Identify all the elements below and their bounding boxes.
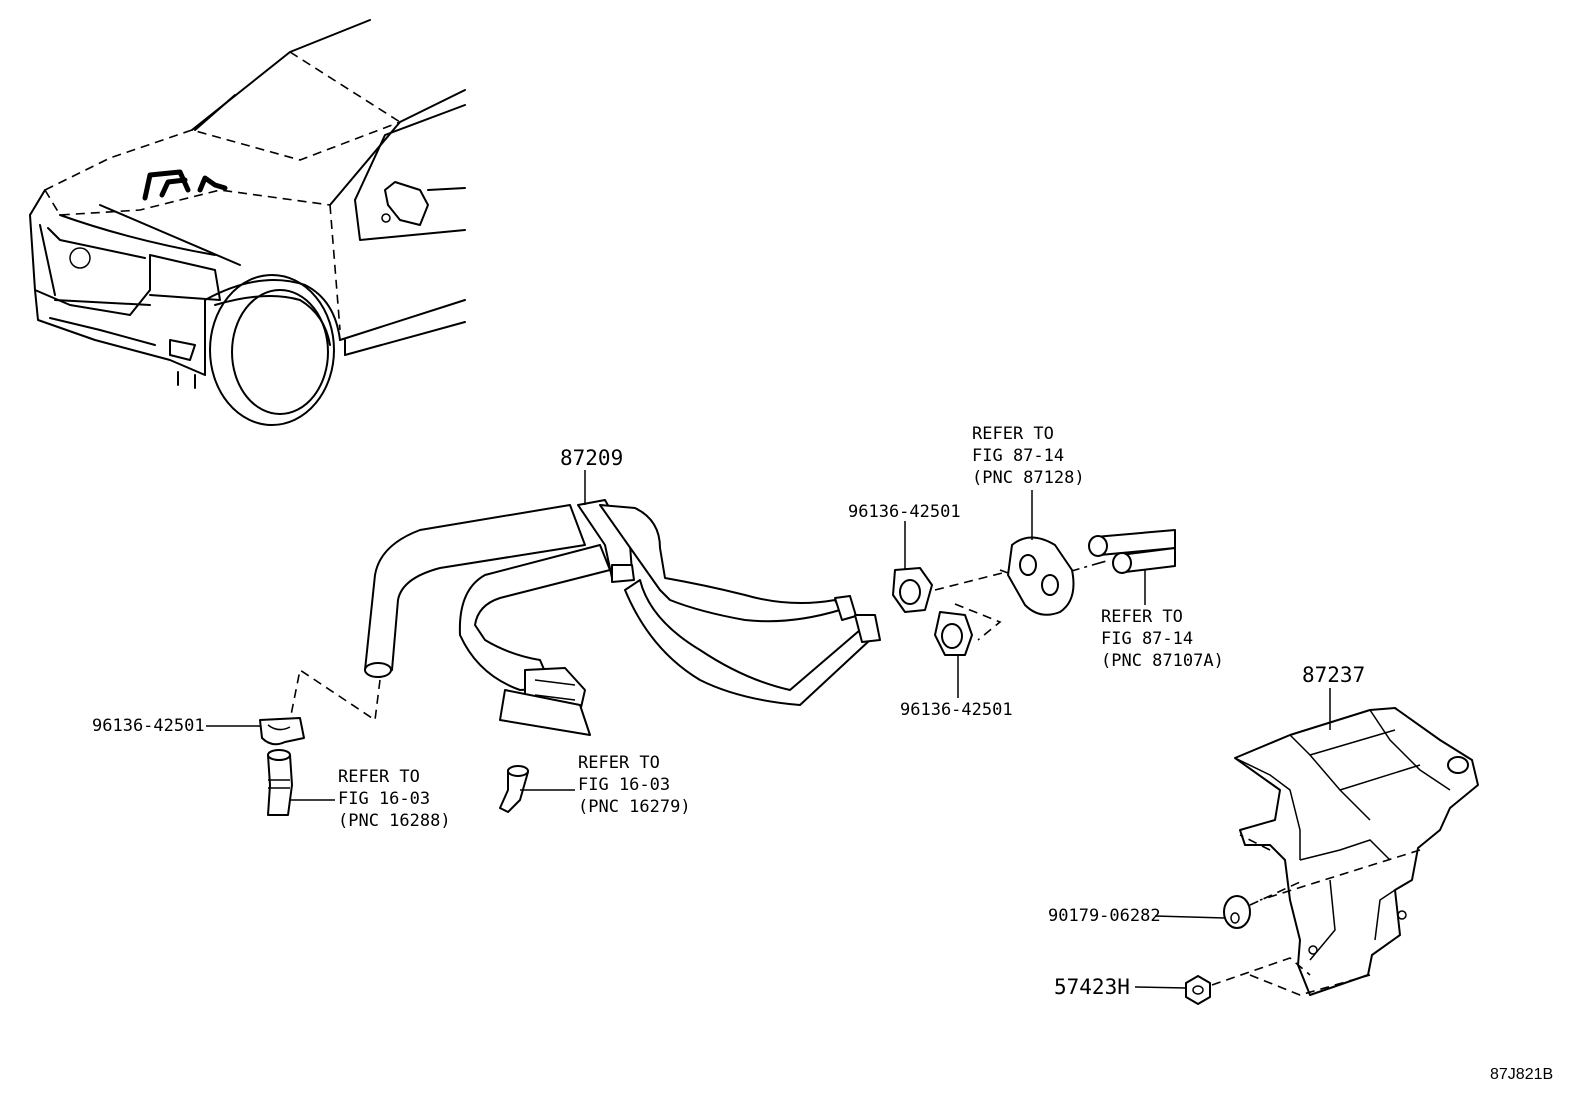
label-nut: 57423H <box>1054 975 1130 999</box>
leader-washer <box>1154 915 1226 919</box>
refer-87107a-line2: FIG 87-14 <box>1101 629 1193 649</box>
vehicle-illustration <box>29 19 466 426</box>
nut-icon <box>1185 975 1211 1005</box>
label-clamp-left: 96136-42501 <box>92 716 205 736</box>
label-washer: 90179-06282 <box>1048 906 1161 926</box>
grommet-icon <box>1007 536 1075 616</box>
label-clamp-top: 96136-42501 <box>848 502 961 522</box>
washer-group <box>1223 881 1301 929</box>
left-clamp-group <box>259 668 381 816</box>
refer-87128-line2: FIG 87-14 <box>972 446 1064 466</box>
refer-87128-line3: (PNC 87128) <box>972 468 1085 488</box>
washer-icon <box>1223 895 1251 929</box>
bracket-87237 <box>1234 707 1479 996</box>
nut-group <box>1185 957 1371 1005</box>
label-clamp-bottom: 96136-42501 <box>900 700 1013 720</box>
refer-87107a-line3: (PNC 87107A) <box>1101 651 1224 671</box>
right-clamps-group <box>892 529 1176 656</box>
figure-code: 87J821B <box>1490 1066 1553 1083</box>
refer-16288-line2: FIG 16-03 <box>338 789 430 809</box>
refer-16279-line1: REFER TO <box>578 753 660 773</box>
refer-16279-line2: FIG 16-03 <box>578 775 670 795</box>
label-87209: 87209 <box>560 446 623 470</box>
refer-87107a-line1: REFER TO <box>1101 607 1183 627</box>
leader-nut <box>1134 986 1187 989</box>
middle-pipe-group <box>499 765 529 813</box>
clamp-left-icon <box>259 717 305 746</box>
label-87237: 87237 <box>1302 663 1365 687</box>
refer-16288-line1: REFER TO <box>338 767 420 787</box>
hose-assembly <box>364 499 881 736</box>
refer-16279-line3: (PNC 16279) <box>578 797 691 817</box>
refer-87128-line1: REFER TO <box>972 424 1054 444</box>
refer-16288-line3: (PNC 16288) <box>338 811 451 831</box>
